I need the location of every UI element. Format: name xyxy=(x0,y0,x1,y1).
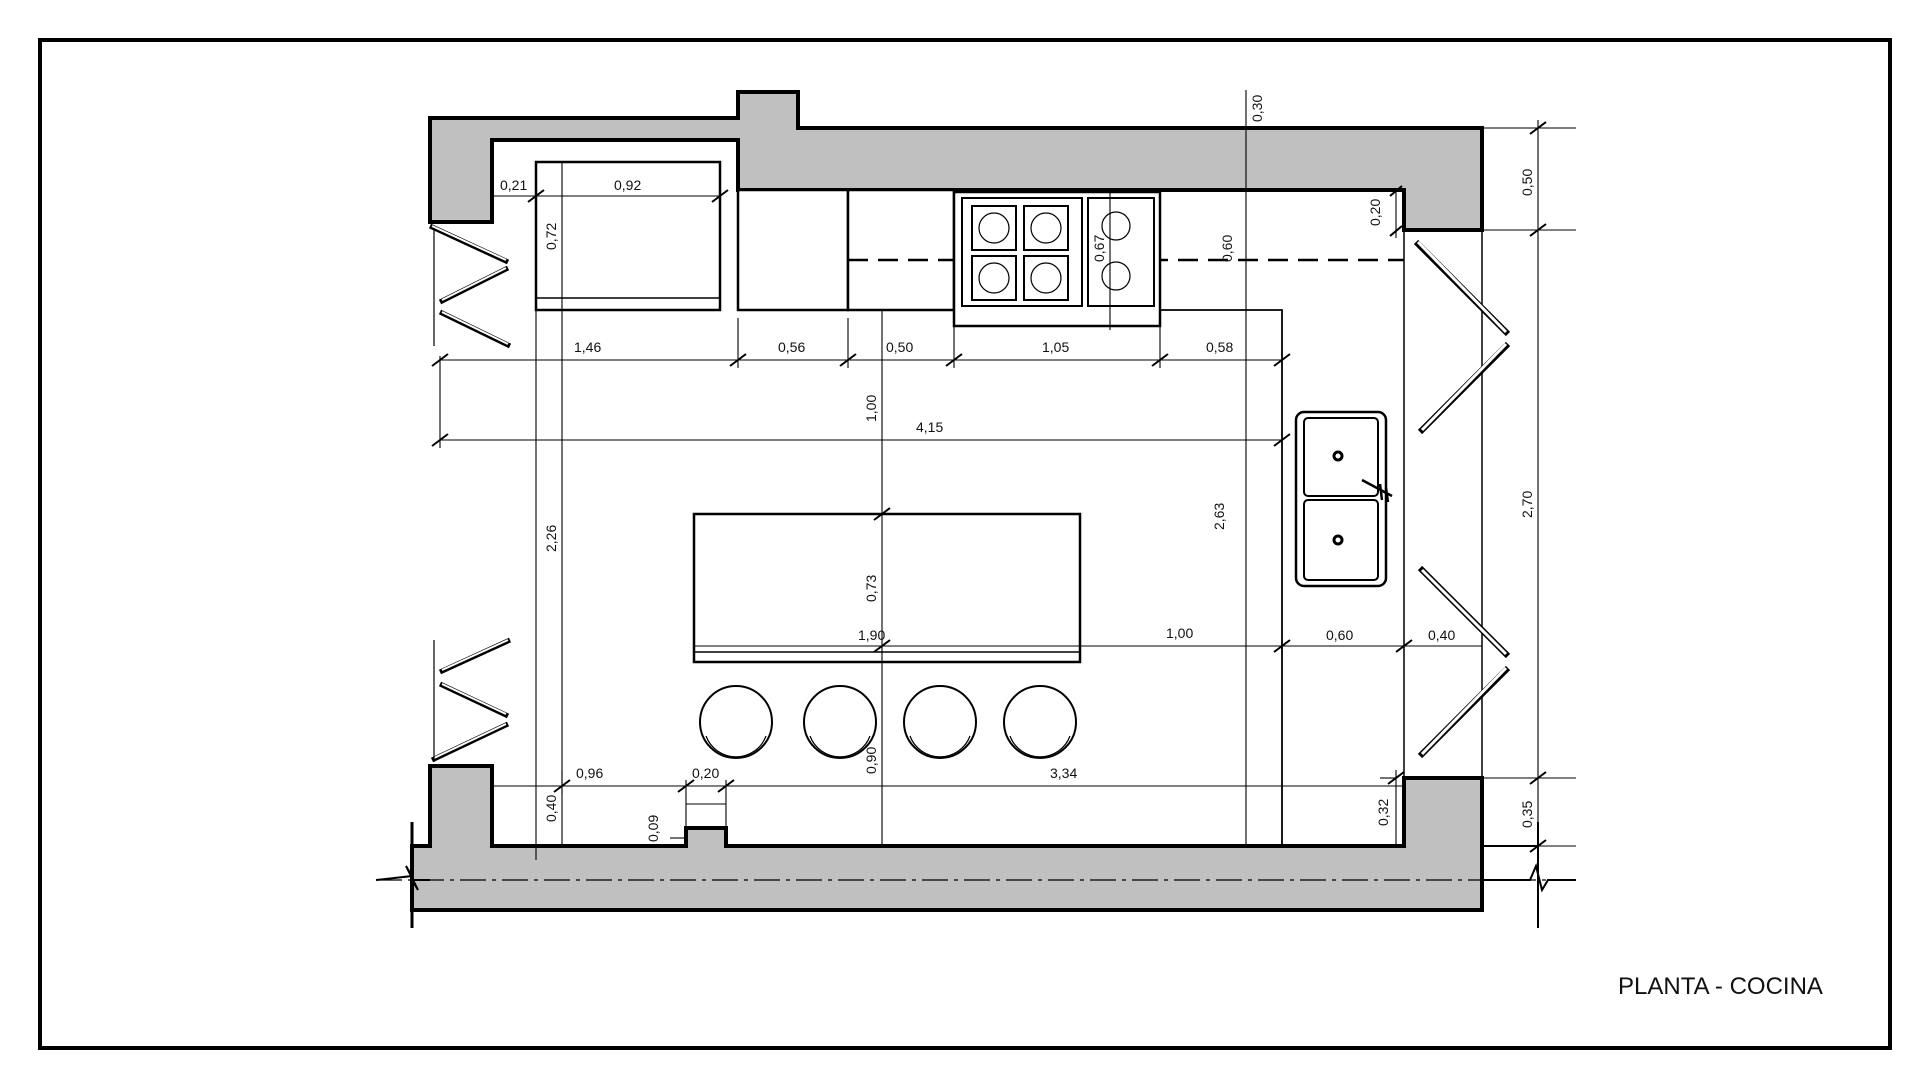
dim-0-58: 0,58 xyxy=(1206,339,1233,355)
dim-1-05: 1,05 xyxy=(1042,339,1069,355)
dim-0-56: 0,56 xyxy=(778,339,805,355)
folding-door-left-top xyxy=(428,223,512,349)
dim-0-92: 0,92 xyxy=(614,177,641,193)
dim-2-26: 2,26 xyxy=(543,525,559,552)
stove xyxy=(952,190,1162,328)
dim-0-20-bottom: 0,20 xyxy=(692,765,719,781)
dimension-ticks xyxy=(431,121,1547,853)
dim-4-15: 4,15 xyxy=(916,419,943,435)
dim-0-90: 0,90 xyxy=(863,747,879,774)
burner-6-icon xyxy=(1101,261,1131,291)
wall-bottom xyxy=(410,764,1484,912)
stool-2-icon xyxy=(803,685,877,759)
dim-0-72: 0,72 xyxy=(543,223,559,250)
break-line-right-zig xyxy=(1482,862,1576,893)
dim-0-40-vertical: 0,40 xyxy=(543,795,559,822)
stool-3-icon xyxy=(903,685,977,759)
stool-1-icon xyxy=(699,685,773,759)
plan-title: PLANTA - COCINA xyxy=(1618,973,1823,1000)
dim-0-21: 0,21 xyxy=(500,177,527,193)
dim-0-67: 0,67 xyxy=(1091,235,1107,262)
burner-5-icon xyxy=(1101,211,1131,241)
cabinet-050 xyxy=(846,188,956,312)
dim-0-35: 0,35 xyxy=(1519,801,1535,828)
dim-0-50-right: 0,50 xyxy=(1519,169,1535,196)
dim-1-90: 1,90 xyxy=(858,627,885,643)
drain-1-icon xyxy=(1332,450,1344,462)
dim-0-30: 0,30 xyxy=(1249,95,1265,122)
refrigerator xyxy=(534,160,722,312)
dim-0-73: 0,73 xyxy=(863,575,879,602)
dim-3-34: 3,34 xyxy=(1050,765,1077,781)
dim-0-32: 0,32 xyxy=(1375,799,1391,826)
dim-1-00-vertical: 1,00 xyxy=(863,395,879,422)
dim-2-70: 2,70 xyxy=(1519,491,1535,518)
dim-0-96: 0,96 xyxy=(576,765,603,781)
break-line-left-zig xyxy=(375,865,430,891)
dim-0-50-horizontal: 0,50 xyxy=(886,339,913,355)
dim-0-40-horizontal: 0,40 xyxy=(1428,627,1455,643)
burner-3-icon xyxy=(971,255,1017,301)
sink xyxy=(1294,410,1393,588)
dim-1-46: 1,46 xyxy=(574,339,601,355)
burner-1-icon xyxy=(971,205,1017,251)
dim-2-63: 2,63 xyxy=(1211,503,1227,530)
burner-4-icon xyxy=(1023,255,1069,301)
burner-2-icon xyxy=(1023,205,1069,251)
sheet-border xyxy=(38,38,1892,1050)
stool-4-icon xyxy=(1003,685,1077,759)
folding-door-left-bottom xyxy=(430,637,512,763)
dim-0-20-top: 0,20 xyxy=(1367,199,1383,226)
cabinet-056 xyxy=(736,188,850,312)
dim-0-09: 0,09 xyxy=(645,815,661,842)
dim-0-60-vertical: 0,60 xyxy=(1219,235,1235,262)
folding-window-right-top xyxy=(1413,239,1511,435)
folding-window-right-bottom xyxy=(1417,565,1511,759)
faucet-icon xyxy=(1361,478,1393,503)
drain-2-icon xyxy=(1332,534,1344,546)
dim-0-60-horizontal: 0,60 xyxy=(1326,627,1353,643)
kitchen-island xyxy=(692,512,1082,664)
dim-1-00-horizontal: 1,00 xyxy=(1166,625,1193,641)
